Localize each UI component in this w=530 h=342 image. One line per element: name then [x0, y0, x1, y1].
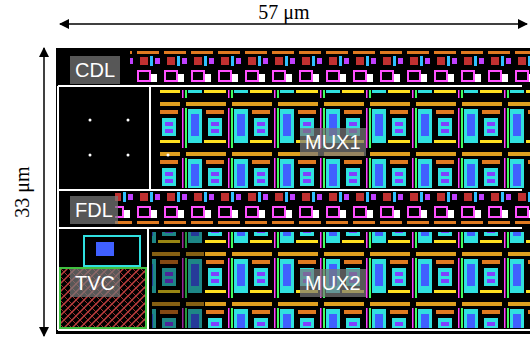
dimension-label: 33 μm — [11, 166, 33, 217]
fdl-region: FDL — [70, 196, 118, 224]
region-name: FDL — [75, 198, 113, 222]
region-name: TVC — [75, 271, 115, 295]
region-name: MUX1 — [305, 130, 361, 154]
mux2-region: MUX2 — [300, 269, 366, 297]
region-name: MUX2 — [305, 271, 361, 295]
mux1-region: MUX1 — [300, 128, 366, 156]
region-name: CDL — [75, 58, 115, 82]
dimension-label: 57 μm — [258, 1, 309, 23]
cdl-region: CDL — [70, 56, 120, 84]
tvc-region: TVC — [70, 269, 120, 297]
